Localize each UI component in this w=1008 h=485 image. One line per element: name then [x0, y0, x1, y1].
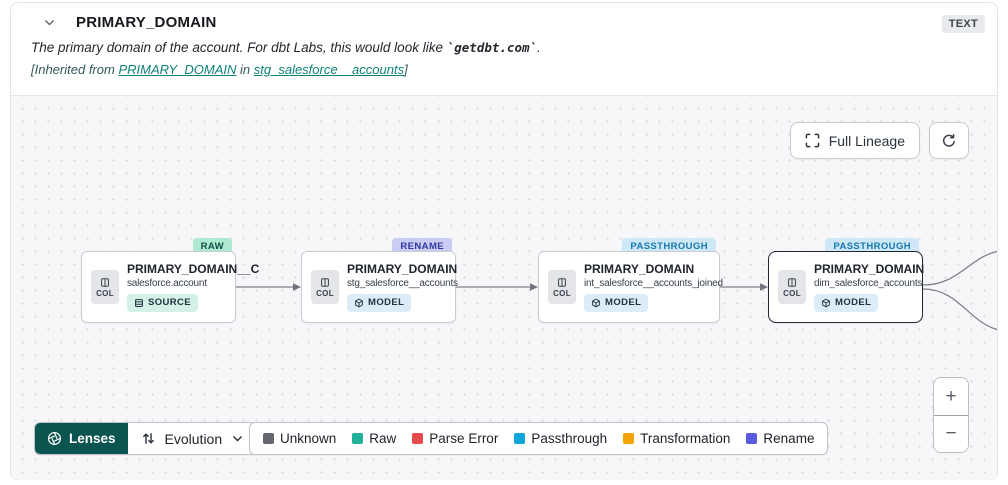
node-model-name: dim_salesforce_accounts	[814, 277, 923, 289]
node-column-name: PRIMARY_DOMAIN__C	[127, 261, 260, 276]
lineage-canvas[interactable]: Full Lineage RAW COL PRIMARY_DOMAIN__C s…	[11, 95, 997, 480]
column-description: The primary domain of the account. For d…	[31, 40, 977, 55]
lineage-node-staging[interactable]: RENAME COL PRIMARY_DOMAIN stg_salesforce…	[301, 238, 458, 323]
column-name-title: PRIMARY_DOMAIN	[76, 14, 217, 31]
model-icon	[355, 298, 363, 308]
selected-lens-label: Evolution	[164, 430, 223, 447]
legend-swatch	[623, 433, 635, 444]
chevron-down-icon	[233, 436, 243, 442]
node-column-name: PRIMARY_DOMAIN	[814, 261, 925, 276]
aperture-icon	[47, 431, 62, 446]
refresh-button[interactable]	[929, 122, 969, 159]
column-chip: COL	[778, 270, 806, 304]
inherited-column-link[interactable]: PRIMARY_DOMAIN	[118, 62, 237, 77]
legend-item: Transformation	[623, 431, 730, 446]
edge	[922, 250, 997, 286]
evolution-legend: Unknown Raw Parse Error Passthrough Tran…	[249, 422, 829, 455]
data-type-badge: TEXT	[941, 15, 985, 33]
column-icon	[788, 277, 796, 287]
edge-arrowhead	[530, 283, 538, 291]
lineage-node-intermediate[interactable]: PASSTHROUGH COL PRIMARY_DOMAIN int_sales…	[538, 238, 723, 323]
lens-dropdown[interactable]: Evolution	[127, 423, 257, 454]
lineage-node-source[interactable]: RAW COL PRIMARY_DOMAIN__C salesforce.acc…	[81, 238, 260, 323]
canvas-actions: Full Lineage	[789, 122, 969, 159]
description-text: The primary domain of the account. For d…	[31, 40, 447, 55]
legend-swatch	[352, 433, 364, 444]
column-header: PRIMARY_DOMAIN TEXT The primary domain o…	[11, 3, 997, 95]
legend-item: Unknown	[263, 431, 336, 446]
model-icon	[592, 298, 600, 308]
zoom-controls: + −	[933, 377, 969, 453]
description-period: .	[537, 40, 541, 55]
node-model-name: int_salesforce__accounts_joined	[584, 277, 723, 289]
resource-type-badge: MODEL	[814, 294, 879, 313]
title-row: PRIMARY_DOMAIN TEXT	[31, 14, 985, 33]
refresh-icon	[942, 133, 955, 147]
inherited-note: [Inherited from PRIMARY_DOMAIN in stg_sa…	[31, 62, 408, 77]
node-model-name: stg_salesforce__accounts	[347, 277, 458, 289]
expand-icon	[805, 133, 820, 148]
node-column-name: PRIMARY_DOMAIN	[584, 261, 695, 276]
lineage-node-dim-selected[interactable]: PASSTHROUGH COL PRIMARY_DOMAIN dim_sales…	[768, 238, 925, 323]
full-lineage-button[interactable]: Full Lineage	[789, 122, 920, 159]
column-chip: COL	[91, 270, 119, 304]
zoom-in-button[interactable]: +	[934, 378, 968, 415]
column-chip: COL	[548, 270, 576, 304]
edge-arrowhead	[293, 283, 301, 291]
legend-swatch	[263, 433, 274, 444]
collapse-chevron-icon[interactable]	[43, 16, 56, 29]
legend-item: Passthrough	[514, 431, 607, 446]
column-lineage-panel: PRIMARY_DOMAIN TEXT The primary domain o…	[10, 2, 998, 480]
model-icon	[822, 298, 830, 308]
edge-arrowhead	[760, 283, 768, 291]
legend-item: Raw	[352, 431, 396, 446]
legend-swatch	[412, 433, 424, 444]
legend-swatch	[514, 433, 526, 444]
node-model-name: salesforce.account	[127, 277, 207, 289]
legend-swatch	[746, 433, 758, 444]
lineage-edges	[236, 250, 997, 331]
inherited-model-link[interactable]: stg_salesforce__accounts	[253, 62, 405, 77]
column-chip: COL	[311, 270, 339, 304]
legend-item: Parse Error	[412, 431, 498, 446]
lenses-label: Lenses	[69, 431, 116, 446]
legend-item: Rename	[746, 431, 814, 446]
node-column-name: PRIMARY_DOMAIN	[347, 261, 458, 276]
evolution-icon	[142, 433, 154, 444]
resource-type-badge: SOURCE	[127, 294, 199, 313]
lenses-toolbar: Lenses Evolution	[34, 422, 258, 455]
edge	[922, 288, 997, 331]
full-lineage-label: Full Lineage	[828, 132, 905, 149]
description-code: `getdbt.com`	[446, 40, 538, 55]
source-icon	[135, 299, 143, 308]
zoom-out-button[interactable]: −	[934, 415, 968, 452]
column-icon	[101, 277, 109, 287]
resource-type-badge: MODEL	[347, 294, 412, 313]
resource-type-badge: MODEL	[584, 294, 649, 313]
lenses-button[interactable]: Lenses	[35, 423, 128, 454]
column-icon	[558, 277, 566, 287]
column-icon	[321, 277, 329, 287]
